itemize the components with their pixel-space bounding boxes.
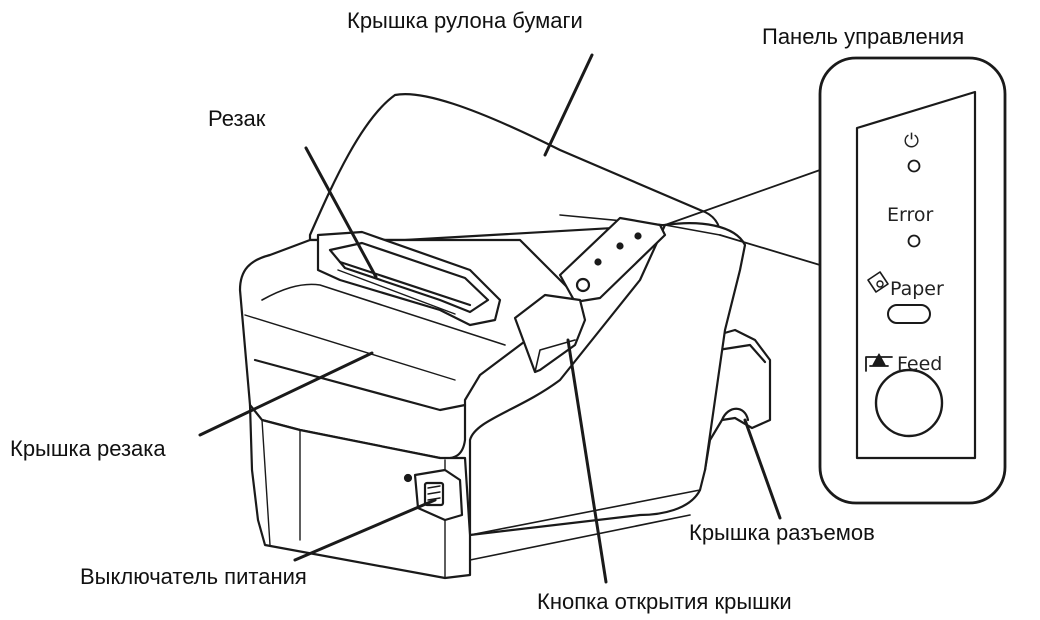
printer-body	[238, 93, 747, 580]
paper-label: Paper	[890, 278, 944, 300]
zoom-lines	[664, 169, 821, 266]
error-label: Error	[887, 204, 934, 226]
cover-open-lever	[513, 293, 587, 374]
label-control-panel: Панель управления	[762, 24, 965, 49]
leader-lines	[198, 53, 782, 584]
feed-label: Feed	[897, 353, 942, 375]
label-cover-open-button: Кнопка открытия крышки	[537, 589, 792, 614]
label-power-switch: Выключатель питания	[80, 564, 307, 589]
label-cutter-cover: Крышка резака	[10, 436, 166, 461]
control-panel-zoom	[818, 56, 1007, 505]
label-paper-roll-cover: Крышка рулона бумаги	[347, 8, 583, 33]
label-connector-cover: Крышка разъемов	[689, 520, 875, 545]
power-symbol-label: ⏻	[904, 130, 919, 152]
label-cutter: Резак	[208, 106, 266, 131]
